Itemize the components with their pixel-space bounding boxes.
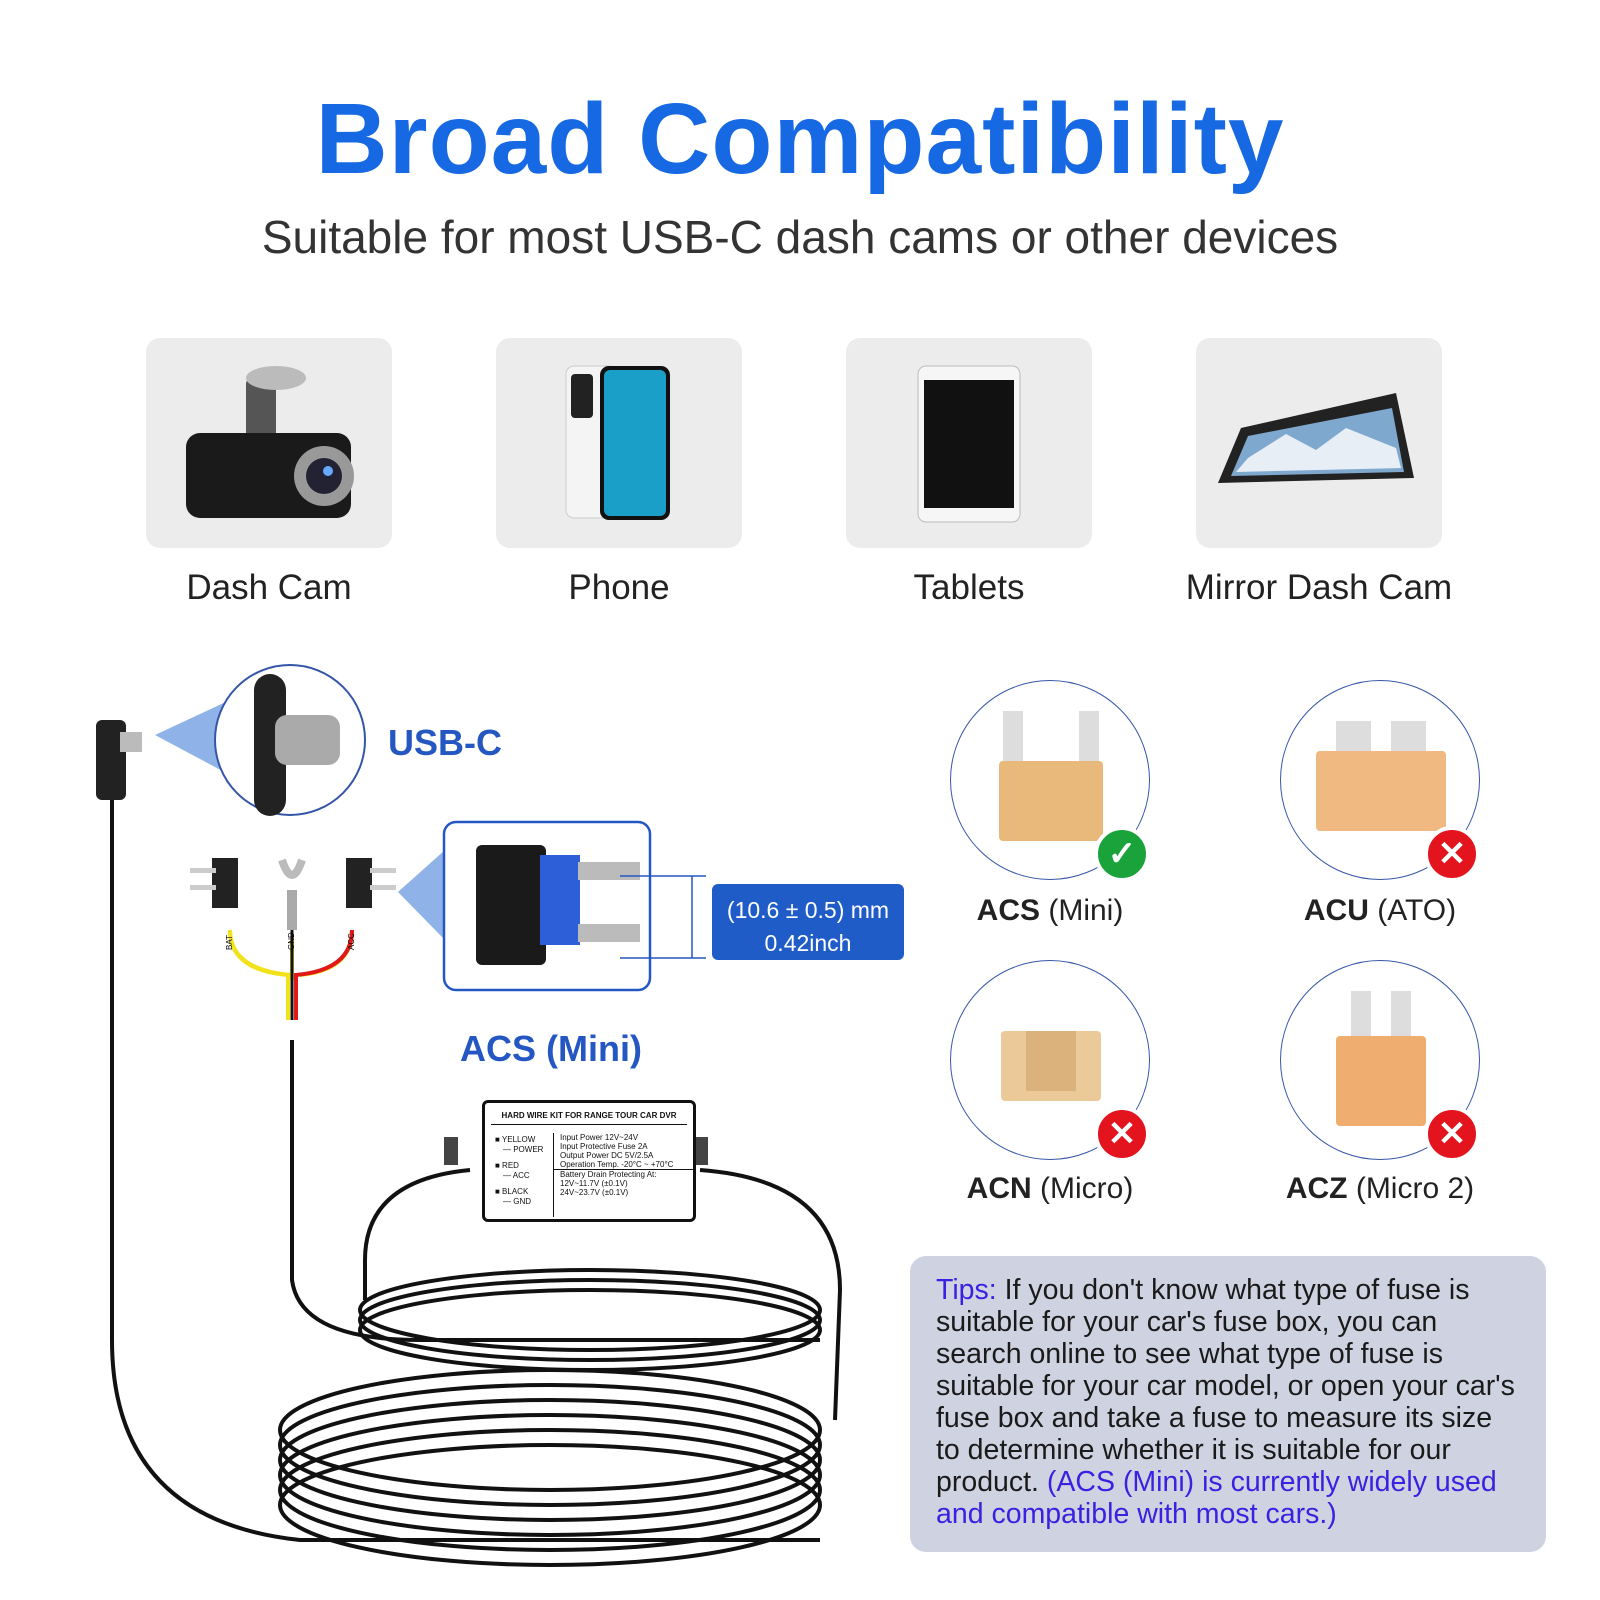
fuse-tap-label: ACS (Mini) xyxy=(460,1028,642,1069)
label-heading: HARD WIRE KIT FOR RANGE TOUR CAR DVR xyxy=(491,1107,687,1125)
device-card-phone xyxy=(496,338,742,548)
spec-line: Output Power DC 5V/2.5A xyxy=(560,1151,654,1160)
wire-tag-gnd: GND xyxy=(287,932,296,950)
tips-highlight: (ACS (Mini) is currently widely used and… xyxy=(936,1466,1497,1530)
tips-body: If you don't know what type of fuse is s… xyxy=(936,1274,1515,1498)
device-card-dash-cam xyxy=(146,338,392,548)
tips-box: Tips: If you don't know what type of fus… xyxy=(910,1256,1546,1552)
wire-tag-acc: ACC xyxy=(347,933,356,950)
device-label: Phone xyxy=(568,568,670,607)
tips-prefix: Tips: xyxy=(936,1274,997,1306)
device-label: Mirror Dash Cam xyxy=(1185,568,1453,607)
fuse-code: ACZ xyxy=(1285,1172,1348,1205)
wire-legend-item: — ACC xyxy=(503,1171,530,1180)
spec-list: Input Power 12V~24V Input Protective Fus… xyxy=(553,1133,693,1217)
hardwire-cable-illustration: BAT GND ACC xyxy=(96,664,843,1567)
fuse-label-acs: ACS (Mini) xyxy=(900,894,1200,928)
fuse-label-acn: ACN (Micro) xyxy=(900,1172,1200,1206)
phone-image xyxy=(565,365,670,520)
wire-legend-item: — GND xyxy=(503,1197,531,1206)
fuse-name: (ATO) xyxy=(1377,894,1457,927)
ato-fuse-image xyxy=(1316,721,1446,831)
wire-tag-bat: BAT xyxy=(225,935,234,950)
fuse-label-acz: ACZ (Micro 2) xyxy=(1230,1172,1530,1206)
device-card-mirror-dash-cam xyxy=(1196,338,1442,548)
wire-legend-item: ■ BLACK xyxy=(495,1187,529,1196)
wire-legend-item: ■ YELLOW xyxy=(495,1135,536,1144)
device-label: Tablets xyxy=(913,568,1025,607)
device-card-tablets xyxy=(846,338,1092,548)
dimension-badge: (10.6 ± 0.5) mm 0.42inch xyxy=(712,884,904,960)
fuse-acn-circle xyxy=(950,960,1150,1160)
wire-legend-item: — POWER xyxy=(503,1145,544,1154)
fuse-name: (Micro) xyxy=(1040,1172,1134,1205)
fuse-name: (Micro 2) xyxy=(1355,1172,1475,1205)
wire-legend-item: ■ RED xyxy=(495,1161,519,1170)
fuse-code: ACU xyxy=(1303,894,1369,927)
spec-line: Input Power 12V~24V xyxy=(560,1133,639,1142)
dimension-inch: 0.42inch xyxy=(764,930,852,956)
spec-line: 24V~23.7V (±0.1V) xyxy=(560,1188,629,1197)
mirror-dash-cam-image xyxy=(1218,393,1414,483)
micro2-fuse-image xyxy=(1336,991,1426,1126)
incompatible-x-icon: ✕ xyxy=(1094,1106,1150,1162)
fuse-name: (Mini) xyxy=(1048,894,1124,927)
incompatible-x-icon: ✕ xyxy=(1424,826,1480,882)
spec-line: 12V~11.7V (±0.1V) xyxy=(560,1179,628,1188)
incompatible-x-icon: ✕ xyxy=(1424,1106,1480,1162)
mini-fuse-image xyxy=(999,711,1103,841)
dash-cam-image xyxy=(186,366,354,518)
wire-legend: ■ YELLOW — POWER ■ RED — ACC ■ BLACK — G… xyxy=(495,1135,547,1207)
usb-c-connector xyxy=(96,720,126,800)
page-title: Broad Compatibility xyxy=(315,83,1285,195)
tablet-image xyxy=(917,365,1021,523)
compatible-check-icon: ✓ xyxy=(1094,826,1150,882)
page-subtitle: Suitable for most USB-C dash cams or oth… xyxy=(261,211,1339,263)
dimension-mm: (10.6 ± 0.5) mm xyxy=(726,897,890,923)
device-label: Dash Cam xyxy=(186,568,352,607)
micro-fuse-image xyxy=(1001,1031,1101,1101)
fuse-code: ACS xyxy=(976,894,1040,927)
fuse-label-acu: ACU (ATO) xyxy=(1230,894,1530,928)
spec-line: Input Protective Fuse 2A xyxy=(560,1142,648,1151)
usb-c-label: USB-C xyxy=(388,722,502,763)
fuse-code: ACN xyxy=(966,1172,1032,1205)
spec-line: Battery Drain Protecting At: xyxy=(560,1170,657,1179)
spec-line: Operation Temp. -20°C ~ +70°C xyxy=(554,1160,693,1170)
hardwire-kit-label: HARD WIRE KIT FOR RANGE TOUR CAR DVR ■ Y… xyxy=(482,1100,696,1222)
